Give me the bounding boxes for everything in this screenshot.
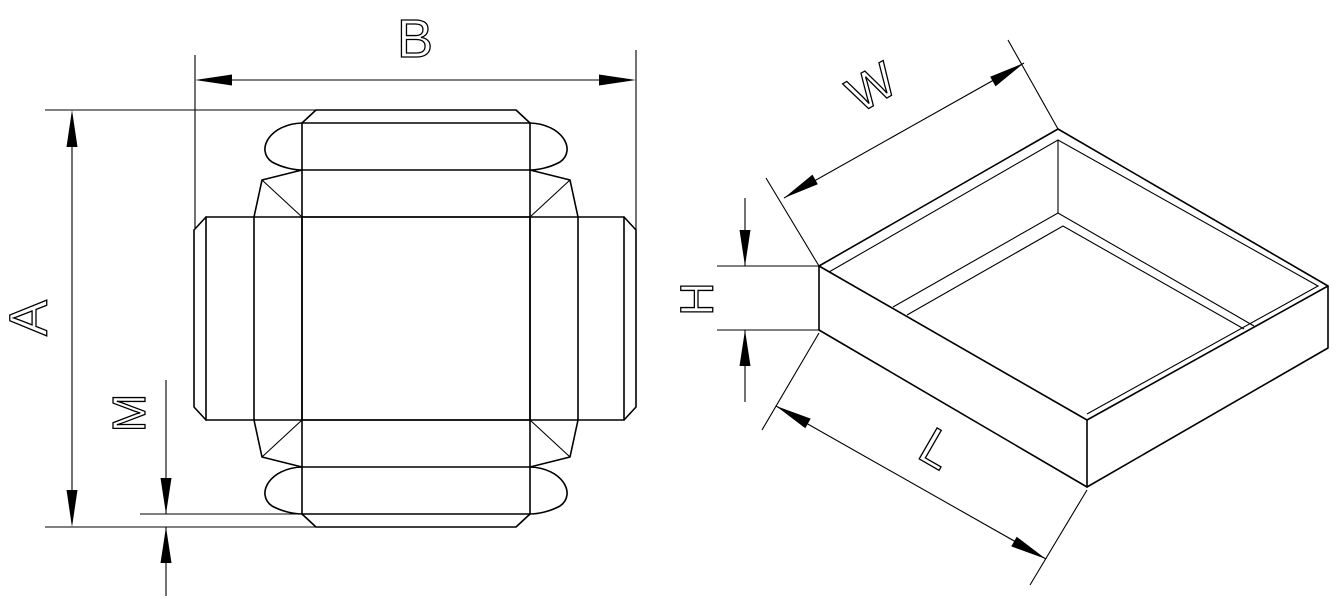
lock-tab-top-right <box>529 122 568 171</box>
label-l: L <box>909 417 963 482</box>
flat-dieline <box>193 109 637 528</box>
lock-tab-bottom-left <box>264 466 303 515</box>
label-w: W <box>837 51 907 123</box>
dimension-m: M <box>102 380 302 596</box>
dimension-b: B <box>194 8 637 230</box>
left-outer-edge <box>193 216 207 421</box>
label-b: B <box>397 9 433 69</box>
left-inner-flap <box>205 216 255 421</box>
corner-gusset-bottom-right <box>529 419 579 468</box>
tray-wall-thickness <box>828 139 1320 415</box>
tray-front-wall <box>818 265 1088 488</box>
right-inner-flap <box>577 216 625 421</box>
isometric-tray <box>818 128 1329 488</box>
lock-tab-bottom-right <box>529 466 568 515</box>
left-end-wall <box>253 216 303 421</box>
tray-inner-floor-edge-2 <box>906 225 1245 330</box>
dimension-w: W <box>765 39 1059 267</box>
corner-gusset-bottom-left <box>253 419 303 468</box>
right-end-wall <box>529 216 579 421</box>
top-side-wall <box>301 169 531 218</box>
tray-right-wall <box>1086 285 1329 488</box>
label-m: M <box>103 394 155 432</box>
base-panel <box>301 216 531 421</box>
dimension-a: A <box>0 109 316 528</box>
label-a: A <box>0 300 59 336</box>
bottom-side-wall <box>301 419 531 468</box>
tray-inner-floor-edge <box>892 212 1255 327</box>
bottom-outer-edge <box>301 513 531 528</box>
lock-tab-top-left <box>264 122 303 171</box>
corner-gusset-top-right <box>529 169 579 218</box>
corner-gusset-top-left <box>253 169 303 218</box>
top-inner-flap <box>301 122 531 171</box>
dimension-h: H <box>670 198 819 402</box>
top-outer-edge <box>301 109 531 124</box>
label-h: H <box>671 282 723 315</box>
tray-top-rim <box>818 128 1329 421</box>
right-outer-edge <box>623 216 637 421</box>
bottom-inner-flap <box>301 466 531 515</box>
